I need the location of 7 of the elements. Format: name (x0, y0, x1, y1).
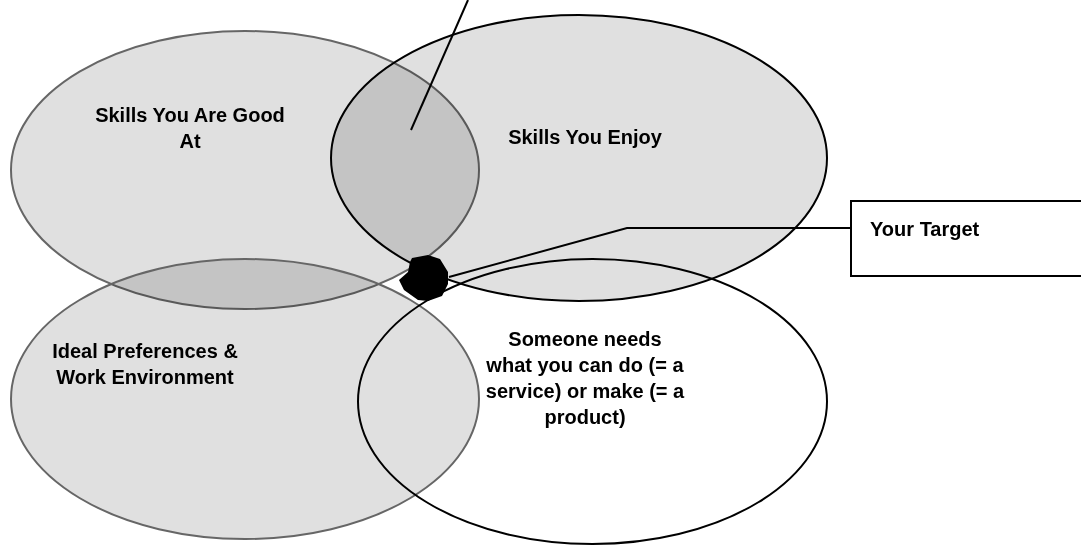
node-label: Someone needs what you can do (= a service) or make (= a product) (485, 327, 685, 430)
leader-line (410, 0, 469, 131)
leader-line (448, 227, 851, 278)
node-label: Skills You Are Good At (95, 103, 285, 154)
node-label: Ideal Preferences & Work Environment (51, 339, 239, 390)
node-label: Skills You Enjoy (507, 125, 663, 150)
node-label: Your Target (870, 217, 981, 242)
